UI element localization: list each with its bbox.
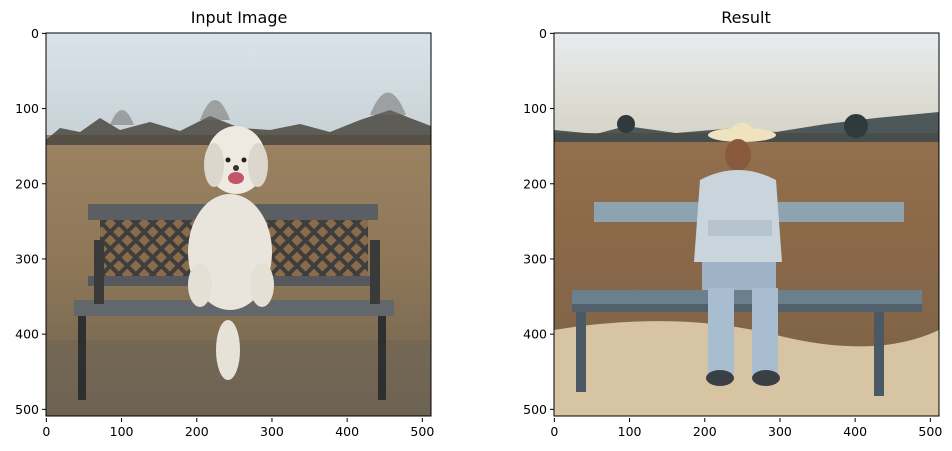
y-tick-label: 400	[523, 327, 547, 342]
panel-title: Result	[721, 8, 771, 27]
y-tick-label: 100	[523, 101, 547, 116]
x-tick-labels: 0 100 200 300 400 500	[550, 418, 942, 439]
x-tick-label: 0	[550, 424, 558, 439]
x-tick-label: 200	[185, 424, 209, 439]
y-tick-label: 400	[15, 327, 39, 342]
x-tick-label: 200	[693, 424, 717, 439]
y-tick-labels: 0 100 200 300 400 500	[523, 26, 554, 417]
y-tick-label: 200	[523, 176, 547, 191]
input-image-axes: 0 100 200 300 400 500 0 100 200 300 400 500	[15, 26, 434, 439]
y-tick-label: 500	[523, 402, 547, 417]
x-tick-labels: 0 100 200 300 400 500	[42, 418, 434, 439]
y-tick-label: 200	[15, 176, 39, 191]
y-tick-label: 500	[15, 402, 39, 417]
y-tick-labels: 0 100 200 300 400 500	[15, 26, 46, 417]
y-tick-label: 300	[15, 251, 39, 266]
result-painting	[554, 33, 939, 416]
x-tick-label: 500	[918, 424, 942, 439]
x-tick-label: 400	[843, 424, 867, 439]
x-tick-label: 300	[768, 424, 792, 439]
x-tick-label: 400	[335, 424, 359, 439]
input-photo	[46, 33, 431, 416]
input-image-panel: Input Image	[15, 8, 434, 439]
y-tick-label: 0	[31, 26, 39, 41]
x-tick-label: 300	[260, 424, 284, 439]
y-tick-label: 100	[15, 101, 39, 116]
x-tick-label: 500	[410, 424, 434, 439]
x-tick-label: 0	[42, 424, 50, 439]
result-image-axes: 0 100 200 300 400 500 0 100 200 300 400 500	[523, 26, 942, 439]
result-image-panel: Result	[476, 0, 952, 451]
x-tick-label: 100	[618, 424, 642, 439]
y-tick-label: 300	[523, 251, 547, 266]
y-tick-label: 0	[539, 26, 547, 41]
x-tick-label: 100	[110, 424, 134, 439]
panel-title: Input Image	[190, 8, 288, 27]
